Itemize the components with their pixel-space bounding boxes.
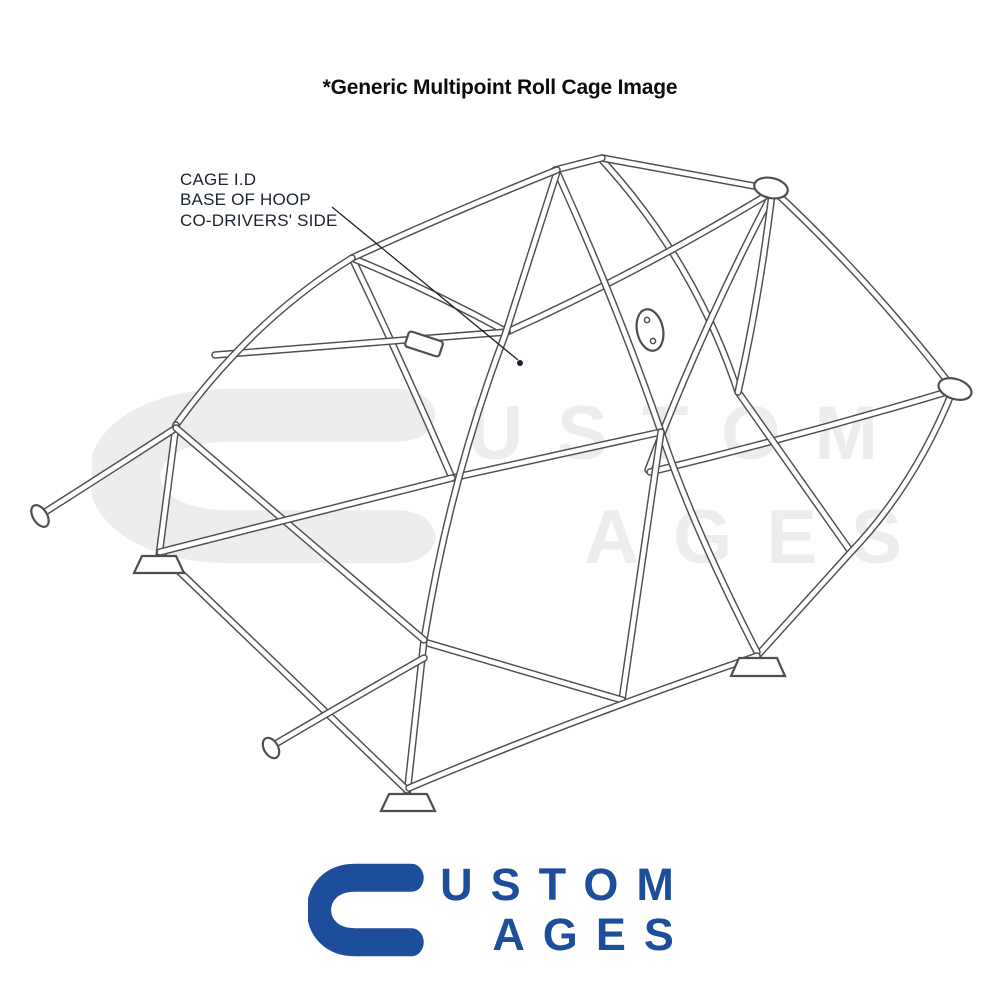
annotation-line-3: CO-DRIVERS' SIDE [180,210,338,230]
watermark-word-bottom: AGES [584,495,937,580]
cage-id-annotation: CAGE I.D BASE OF HOOP CO-DRIVERS' SIDE [180,170,338,231]
annotation-line-1: CAGE I.D [180,170,257,189]
annotation-line-2: BASE OF HOOP [180,190,311,210]
mounting-feet [132,554,787,813]
cage-fittings [404,308,665,358]
logo-text-ages: AGES [492,909,692,960]
tube-end-caps [30,176,973,760]
logo-c-icon [308,863,424,957]
custom-cages-logo: USTOM AGES [0,858,1000,962]
logo-text-ustom: USTOM [440,858,692,910]
caption-title: *Generic Multipoint Roll Cage Image [322,76,678,99]
cage-tubes [38,154,957,799]
annotation-leader-line [331,206,523,366]
logo-words: USTOM AGES [440,858,692,961]
